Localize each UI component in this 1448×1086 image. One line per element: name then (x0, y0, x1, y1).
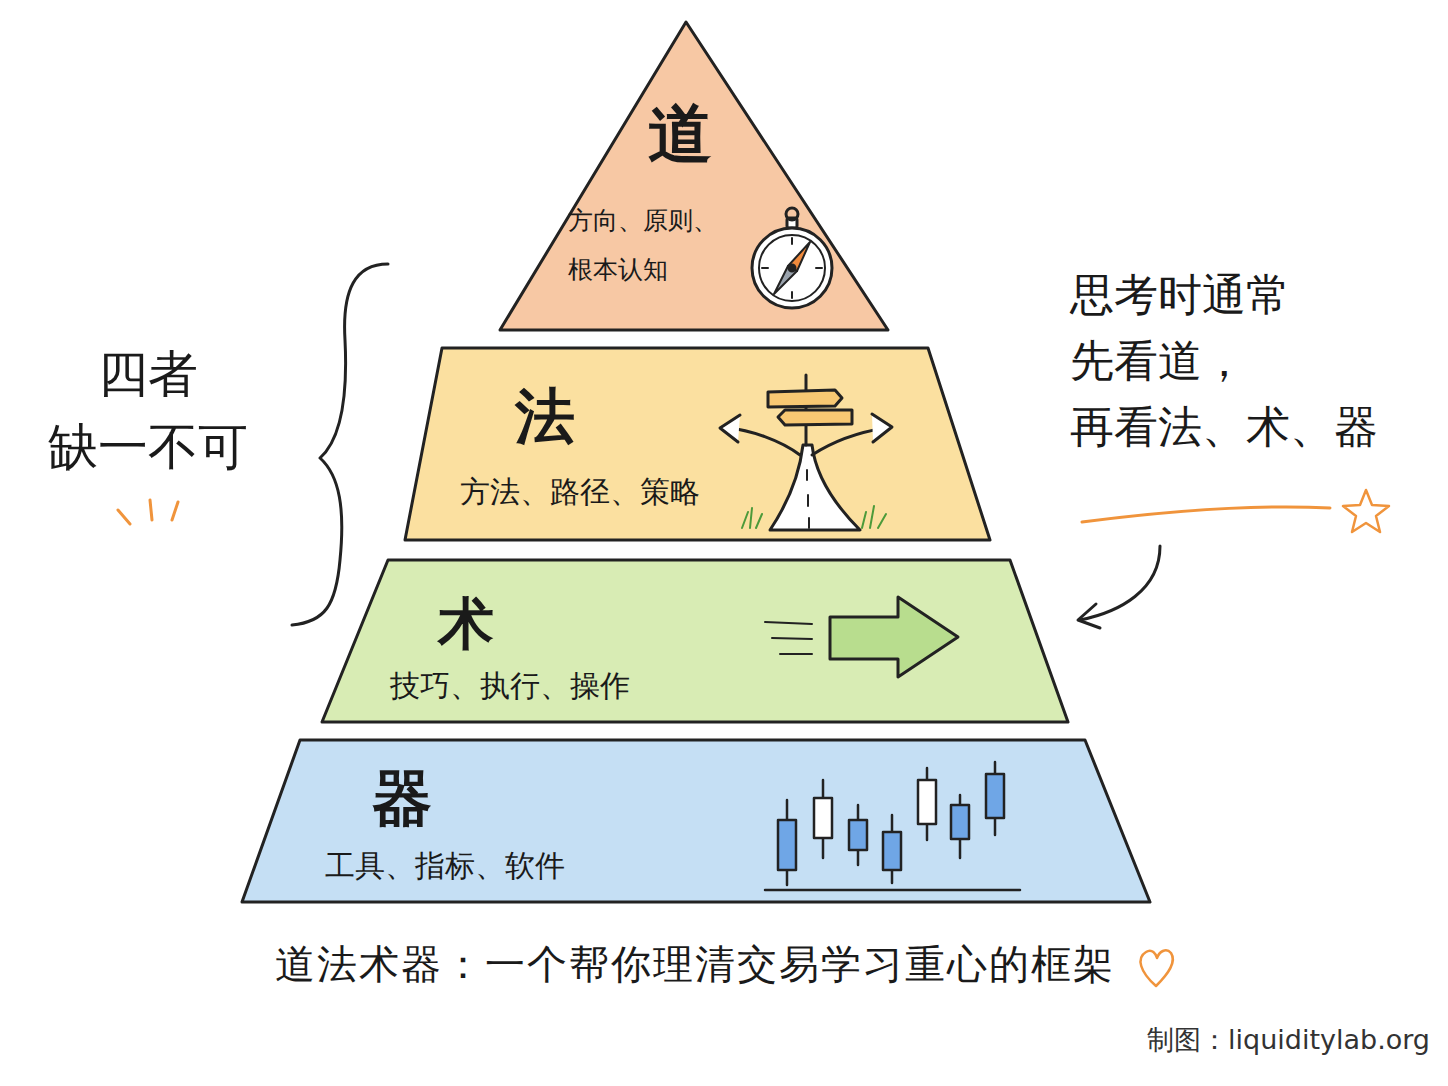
credit-watermark: 制图：liquiditylab.org (1090, 1024, 1430, 1056)
band-shape (500, 22, 888, 330)
pointer-arrowhead (1078, 604, 1100, 628)
band-body: 方向、原则、 根本认知 (568, 196, 748, 295)
band-body: 工具、指标、软件 (325, 848, 565, 884)
band-heading: 道 (648, 96, 712, 173)
arrow-icon (765, 597, 958, 677)
band-outline (242, 740, 1150, 902)
text-holder: 术 (438, 590, 1338, 657)
thinking-note: 思考时通常 先看道， 再看法、术、器 (1070, 262, 1410, 460)
band-outline (322, 560, 1068, 722)
label-holder: 四者 缺一不可 (40, 338, 255, 483)
band-heading: 法 (515, 380, 575, 452)
label-holder: 制图：liquiditylab.org (1090, 1024, 1430, 1056)
text-holder: 道 (648, 96, 1448, 173)
heart-icon (1141, 950, 1173, 986)
band-shape (405, 348, 990, 540)
note-underline (1082, 507, 1330, 522)
candlestick-icon (765, 762, 1020, 890)
band-body: 技巧、执行、操作 (390, 668, 630, 704)
figure-caption: 道法术器：一个帮你理清交易学习重心的框架 (275, 940, 1115, 988)
caption-holder: 道法术器：一个帮你理清交易学习重心的框架 (180, 940, 1210, 988)
band-heading: 器 (372, 762, 432, 834)
pyramid-band: 道方向、原则、 根本认知 (500, 22, 888, 330)
band-body: 方法、路径、策略 (460, 474, 700, 510)
band-outline (405, 348, 990, 540)
brace-bracket (292, 264, 388, 625)
star-icon (1343, 490, 1389, 532)
band-outline (500, 22, 888, 330)
text-holder: 工具、指标、软件 (325, 848, 925, 884)
pyramid-band: 术技巧、执行、操作 (322, 560, 1068, 722)
text-holder: 器 (372, 762, 1272, 834)
text-holder: 方向、原则、 根本认知 (568, 196, 748, 295)
sparkle-marks (118, 500, 178, 524)
side-note: 四者 缺一不可 (40, 338, 255, 483)
pyramid-band: 器工具、指标、软件 (242, 740, 1150, 902)
pyramid-band: 法方法、路径、策略 (405, 348, 990, 540)
text-holder: 方法、路径、策略 (460, 474, 1060, 510)
text-holder: 技巧、执行、操作 (390, 668, 990, 704)
label-holder: 思考时通常 先看道， 再看法、术、器 (1070, 262, 1410, 460)
pointer-arrow (1080, 546, 1160, 620)
band-heading: 术 (438, 590, 494, 657)
road-sign-icon (720, 375, 892, 530)
compass-icon (752, 208, 832, 308)
